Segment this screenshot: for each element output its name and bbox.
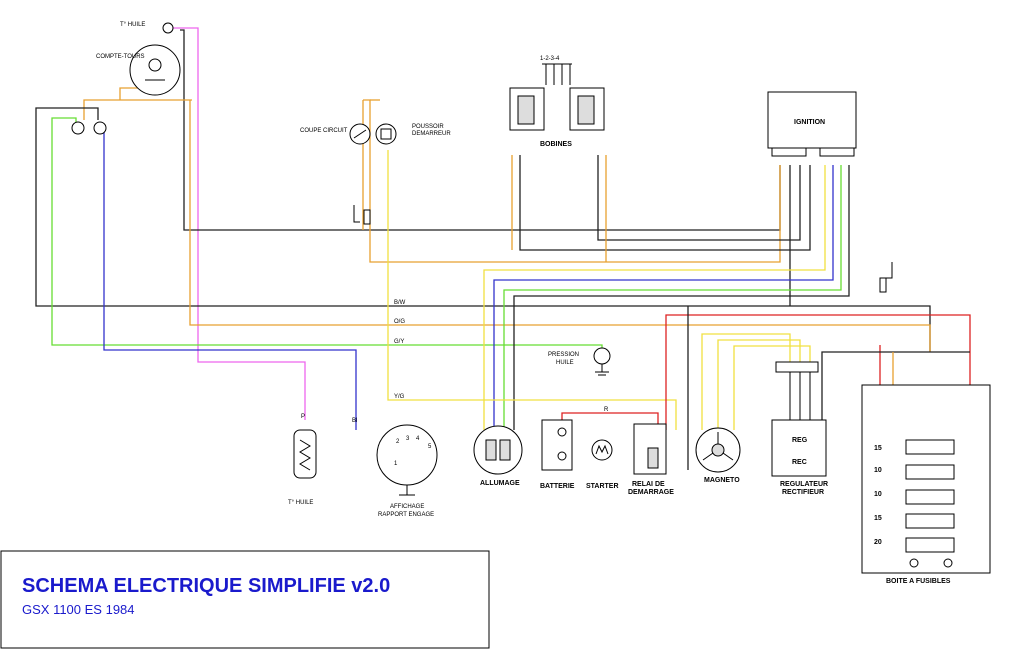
title-block: SCHEMA ELECTRIQUE SIMPLIFIE v2.0 GSX 110…	[0, 550, 490, 649]
label-ignition: IGNITION	[794, 119, 825, 126]
label-coupe-circuit: COUPE CIRCUIT	[300, 128, 348, 134]
wire-bw-left	[35, 107, 931, 352]
wire-label-r: R	[604, 407, 609, 413]
label-rec: REC	[792, 459, 807, 466]
regulateur: REG REC REGULATEUR RECTIFIEUR	[771, 361, 828, 496]
kill-switch-lower	[353, 205, 371, 225]
wire-blue-bl	[103, 132, 357, 430]
magneto: MAGNETO	[695, 427, 741, 484]
gear-label-2: 2	[396, 439, 400, 445]
wire-label-p: P	[301, 414, 305, 420]
label-rectifieur: RECTIFIEUR	[782, 489, 824, 496]
wire-og	[189, 100, 931, 352]
wire-labels: B/W O/G G/Y Y/G R P Bl	[301, 300, 609, 424]
wire-orange-top	[83, 99, 192, 120]
batterie: BATTERIE	[540, 419, 575, 490]
wire-label-yg: Y/G	[394, 394, 405, 400]
wire-pink	[172, 27, 306, 420]
label-boite-fusibles: BOITE A FUSIBLES	[886, 578, 951, 585]
wire-reg-black	[821, 351, 970, 420]
wire-label-gy: G/Y	[394, 339, 404, 345]
wire-ign-ow	[363, 99, 781, 263]
indicator-lamps	[71, 121, 107, 135]
side-switch	[879, 262, 893, 293]
gear-label-4: 4	[416, 436, 420, 442]
wire-mag-y1	[701, 333, 791, 430]
ignition-unit: IGNITION	[767, 91, 857, 157]
label-demarrage: DEMARRAGE	[628, 489, 674, 496]
wire-ign-w	[519, 155, 811, 251]
fuse-rating-2: 10	[874, 467, 882, 474]
diagram-title: SCHEMA ELECTRIQUE SIMPLIFIE v2.0	[22, 575, 390, 597]
wire-green-gy	[51, 117, 603, 352]
wire-label-bl: Bl	[352, 418, 357, 424]
label-regulateur: REGULATEUR	[780, 481, 828, 488]
gear-label-5: 5	[428, 444, 432, 450]
gear-label-3: 3	[406, 436, 410, 442]
label-compte-tours: COMPTE-TOURS	[96, 54, 145, 60]
wire-label-og: O/G	[394, 319, 405, 325]
allumage: ALLUMAGE	[473, 425, 523, 487]
label-magneto: MAGNETO	[704, 477, 740, 484]
label-starter: STARTER	[586, 483, 619, 490]
label-temp-huile-top: T° HUILE	[120, 22, 145, 28]
fuse-rating-1: 15	[874, 445, 882, 452]
label-temp-huile: T° HUILE	[288, 500, 313, 506]
wire-ign-bl	[493, 165, 834, 430]
diagram-subtitle: GSX 1100 ES 1984	[22, 602, 135, 617]
label-pression: PRESSION	[548, 352, 579, 358]
wire-ign-lg	[503, 165, 842, 430]
label-poussoir: POUSSOIR	[412, 124, 444, 130]
temp-huile-top: T° HUILE	[120, 22, 174, 34]
wire-red-bat	[561, 412, 659, 430]
wire-mag-y2	[717, 339, 801, 430]
gear-indicator: 1 2 3 4 5 AFFICHAGE RAPPORT ENGAGE	[376, 424, 438, 518]
wire-ign-y	[483, 165, 826, 430]
relai-demarrage: RELAI DE DEMARRAGE	[628, 423, 674, 496]
label-huile: HUILE	[556, 360, 574, 366]
label-allumage: ALLUMAGE	[480, 480, 520, 487]
compte-tours: COMPTE-TOURS	[96, 44, 181, 96]
label-reg: REG	[792, 437, 808, 444]
wire-yg	[387, 150, 677, 430]
fuse-rating-3: 10	[874, 491, 882, 498]
wire-black-tacho	[180, 29, 781, 231]
pression-huile: PRESSION HUILE	[548, 347, 611, 376]
bobines: 1-2-3-4 BOBINES	[509, 56, 605, 148]
label-demarreur: DEMARREUR	[412, 131, 451, 137]
fuse-rating-4: 15	[874, 515, 882, 522]
poussoir-demarreur: POUSSOIR DEMARREUR	[375, 123, 451, 145]
gear-label-1: 1	[394, 461, 398, 467]
starter-motor: STARTER	[586, 439, 619, 490]
label-rapport: RAPPORT ENGAGE	[378, 512, 434, 518]
wire-ign-by	[597, 155, 801, 241]
fuse-rating-5: 20	[874, 539, 882, 546]
temp-huile-sensor: T° HUILE	[288, 429, 317, 506]
wire-ign-b	[513, 165, 850, 430]
wire-mag-y3	[733, 345, 811, 430]
coupe-circuit: COUPE CIRCUIT	[300, 123, 371, 145]
label-bobines-top: 1-2-3-4	[540, 56, 560, 62]
fuse-box: 15 10 10 15 20 BOITE A FUSIBLES	[861, 384, 991, 585]
label-relai: RELAI DE	[632, 481, 665, 488]
label-bobines: BOBINES	[540, 141, 572, 148]
wire-label-bw: B/W	[394, 300, 406, 306]
label-batterie: BATTERIE	[540, 483, 575, 490]
label-affichage: AFFICHAGE	[390, 504, 424, 510]
